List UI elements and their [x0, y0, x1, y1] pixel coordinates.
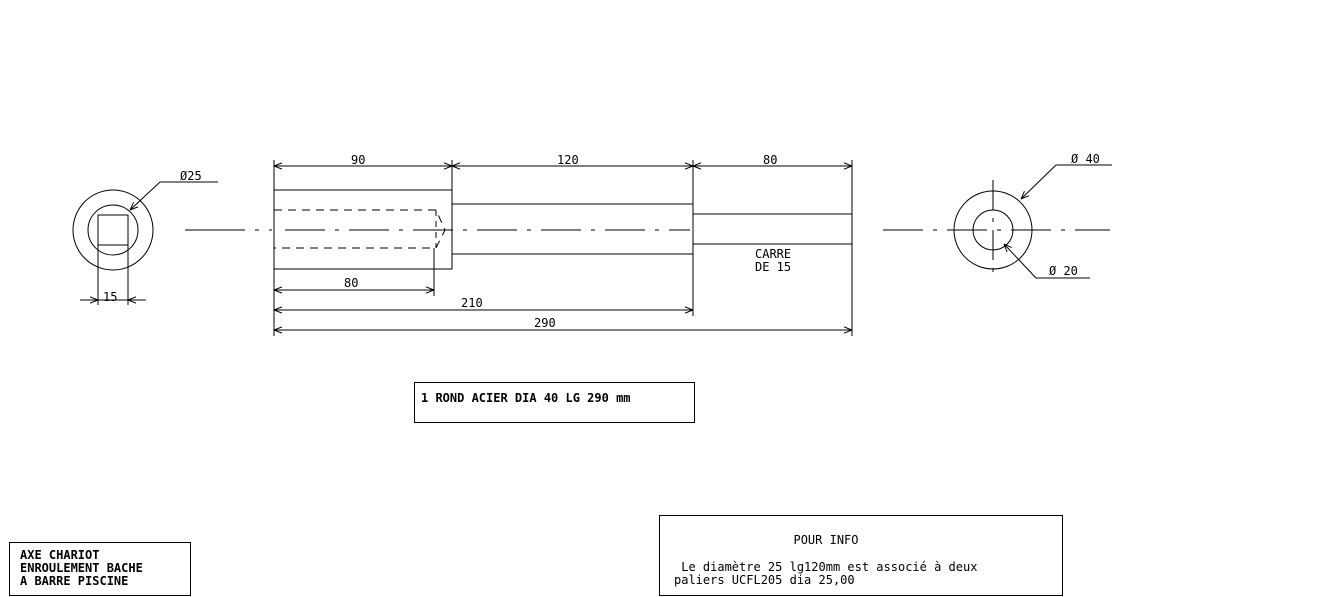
dim-label-290: 290 [534, 316, 556, 330]
dim-label-90: 90 [351, 153, 365, 167]
left-square-label: 15 [103, 290, 117, 304]
dim-label-210: 210 [461, 296, 483, 310]
side-view [185, 160, 853, 336]
right-inner-label: Ø 20 [1049, 264, 1078, 278]
info-text: Le diamètre 25 lg120mm est associé à deu… [674, 560, 978, 587]
dim-label-80-bore: 80 [344, 276, 358, 290]
title-block: AXE CHARIOT ENROULEMENT BACHE A BARRE PI… [9, 542, 191, 596]
right-outer-label: Ø 40 [1071, 152, 1100, 166]
shaft-section-120 [451, 203, 694, 255]
title-line-1: AXE CHARIOT [20, 548, 100, 562]
left-square [97, 214, 129, 246]
dim-label-80-top: 80 [763, 153, 777, 167]
square-note-line-1: CARRE [755, 247, 791, 261]
square-note-line-2: DE 15 [755, 260, 791, 274]
shaft-section-80-square [693, 213, 853, 245]
right-outer-circle [953, 190, 1033, 270]
left-end-view [72, 181, 218, 305]
left-outer-circle [72, 189, 154, 271]
right-inner-circle [972, 209, 1014, 251]
right-end-view [883, 164, 1112, 280]
info-box: POUR INFO Le diamètre 25 lg120mm est ass… [659, 515, 1063, 596]
title-line-3: A BARRE PISCINE [20, 574, 129, 588]
dim-label-120: 120 [557, 153, 579, 167]
left-diameter-label: Ø25 [180, 169, 202, 183]
title-line-2: ENROULEMENT BACHE [20, 561, 143, 575]
left-inner-circle [87, 204, 139, 256]
material-box: 1 ROND ACIER DIA 40 LG 290 mm [414, 382, 695, 423]
hidden-bore [274, 209, 446, 249]
info-title: POUR INFO [793, 533, 859, 547]
